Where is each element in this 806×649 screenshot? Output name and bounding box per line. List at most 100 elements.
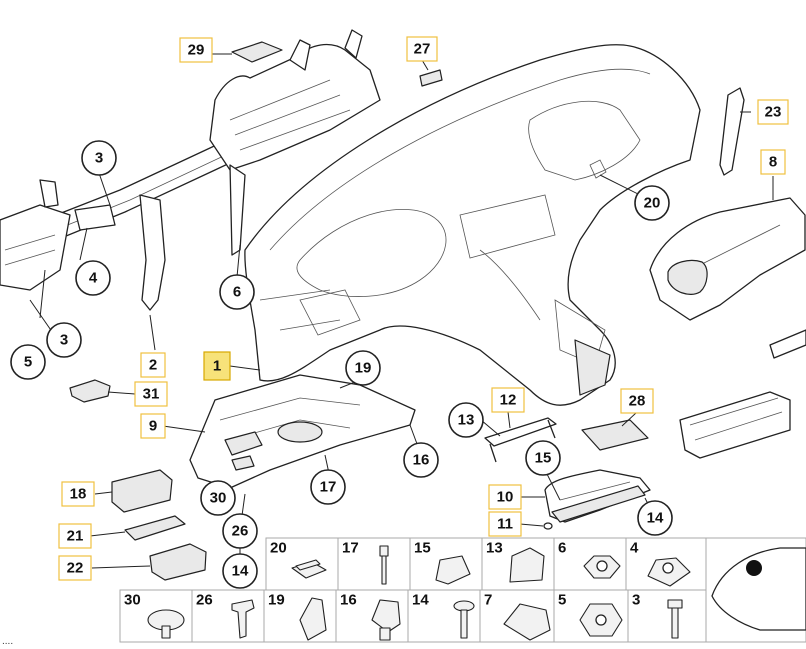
callout-17: 17 bbox=[310, 469, 346, 505]
callout-number: 13 bbox=[486, 539, 503, 556]
cross-member-beam bbox=[0, 29, 381, 311]
hw-cell-17: 17 bbox=[337, 537, 411, 591]
callout-30: 30 bbox=[200, 480, 236, 516]
callout-21: 21 bbox=[58, 523, 92, 549]
hw-cell-13: 13 bbox=[481, 537, 555, 591]
callout-number: 23 bbox=[765, 104, 782, 121]
part-29-pad bbox=[231, 41, 283, 63]
hw-cell-16: 16 bbox=[335, 589, 409, 643]
callout-number: 28 bbox=[629, 393, 646, 410]
callout-number: 5 bbox=[24, 354, 32, 371]
callout-number: 12 bbox=[500, 392, 517, 409]
callout-number: 30 bbox=[124, 591, 141, 608]
callout-10: 10 bbox=[488, 484, 522, 510]
callout-number: 20 bbox=[270, 539, 287, 556]
callout-number: 31 bbox=[143, 386, 160, 403]
hw-cell-3: 3 bbox=[627, 589, 707, 643]
callout-number: 8 bbox=[769, 154, 777, 171]
callout-19: 19 bbox=[345, 350, 381, 386]
callout-6: 6 bbox=[219, 274, 255, 310]
callout-number: 16 bbox=[340, 591, 357, 608]
callout-number: 17 bbox=[320, 479, 337, 496]
callout-number: 7 bbox=[484, 591, 492, 608]
hw-cell-4: 4 bbox=[625, 537, 707, 591]
callout-number: 16 bbox=[413, 452, 430, 469]
part-right-vent bbox=[679, 391, 791, 459]
callout-27: 27 bbox=[406, 36, 438, 62]
hw-cell-19: 19 bbox=[263, 589, 337, 643]
part-12-13-bracket bbox=[484, 417, 557, 463]
callout-number: 4 bbox=[630, 539, 639, 556]
callout-29: 29 bbox=[179, 37, 213, 63]
callout-number: 4 bbox=[89, 270, 98, 287]
callout-number: 14 bbox=[412, 591, 429, 608]
callout-number: 1 bbox=[213, 358, 221, 375]
hw-cell-15: 15 bbox=[409, 537, 483, 591]
callout-labels: 3 4 3 5 6 19 16 17 30 26 14 20 13 15 14 … bbox=[10, 36, 789, 589]
part-10-glovebox-lid bbox=[544, 469, 651, 523]
part-28-filter-pad bbox=[581, 419, 649, 451]
hw-cell-7: 7 bbox=[479, 589, 555, 643]
dashboard-panel bbox=[244, 44, 701, 406]
callout-number: 26 bbox=[196, 591, 213, 608]
callout-8: 8 bbox=[760, 149, 786, 175]
callout-number: 5 bbox=[558, 591, 566, 608]
callout-3b: 3 bbox=[46, 322, 82, 358]
callout-12: 12 bbox=[491, 387, 525, 413]
part-27-insert bbox=[419, 69, 443, 87]
callout-20: 20 bbox=[634, 185, 670, 221]
part-31-clip bbox=[69, 379, 111, 403]
callout-14b: 14 bbox=[637, 500, 673, 536]
callout-number: 15 bbox=[535, 450, 552, 467]
callout-number: 17 bbox=[342, 539, 359, 556]
part-8-glovebox-frame bbox=[649, 197, 806, 321]
callout-3a: 3 bbox=[81, 140, 117, 176]
callout-15: 15 bbox=[525, 440, 561, 476]
hw-cell-26: 26 bbox=[191, 589, 265, 643]
hw-cell-6: 6 bbox=[553, 537, 627, 591]
part-20-vent-clip bbox=[589, 159, 607, 179]
callout-number: 3 bbox=[95, 150, 103, 167]
callout-11: 11 bbox=[488, 511, 522, 537]
callout-13: 13 bbox=[448, 402, 484, 438]
part-21-cover bbox=[124, 515, 186, 541]
callout-number: 20 bbox=[644, 195, 661, 212]
callout-number: 11 bbox=[497, 516, 513, 533]
callout-18: 18 bbox=[61, 481, 95, 507]
hw-cell-30: 30 bbox=[119, 589, 193, 643]
callout-number: 15 bbox=[414, 539, 431, 556]
car-outline-icon bbox=[711, 547, 806, 631]
callout-16: 16 bbox=[403, 442, 439, 478]
callout-number: 21 bbox=[67, 528, 84, 545]
callout-number: 13 bbox=[458, 412, 475, 429]
callout-number: 6 bbox=[233, 284, 241, 301]
part-22-holder bbox=[149, 543, 207, 581]
part-18-switch-block bbox=[111, 469, 173, 513]
callout-number: 14 bbox=[647, 510, 664, 527]
callout-4: 4 bbox=[75, 260, 111, 296]
hw-cell-14: 14 bbox=[407, 589, 481, 643]
callout-number: 18 bbox=[70, 486, 87, 503]
hw-cell-car-locator bbox=[705, 537, 806, 643]
callout-28: 28 bbox=[620, 388, 654, 414]
hw-cell-5: 5 bbox=[553, 589, 629, 643]
part-9-lower-trim-panel bbox=[189, 374, 416, 489]
callout-number: 27 bbox=[414, 41, 431, 58]
callout-number: 30 bbox=[210, 490, 227, 507]
callout-2: 2 bbox=[140, 352, 166, 378]
callout-number: 3 bbox=[632, 591, 640, 608]
callout-23: 23 bbox=[757, 99, 789, 125]
callout-31: 31 bbox=[134, 381, 168, 407]
callout-number: 10 bbox=[497, 489, 514, 506]
hardware-grid: 20 17 15 13 6 4 30 26 19 16 14 7 5 bbox=[119, 537, 806, 643]
hw-cell-20: 20 bbox=[265, 537, 339, 591]
callout-number: 14 bbox=[232, 563, 249, 580]
callout-number: 6 bbox=[558, 539, 566, 556]
callout-1: 1 bbox=[203, 351, 231, 381]
callout-22: 22 bbox=[58, 555, 92, 581]
callout-number: 3 bbox=[60, 332, 68, 349]
callout-14a: 14 bbox=[222, 553, 258, 589]
callout-5: 5 bbox=[10, 344, 46, 380]
callout-26: 26 bbox=[222, 513, 258, 549]
